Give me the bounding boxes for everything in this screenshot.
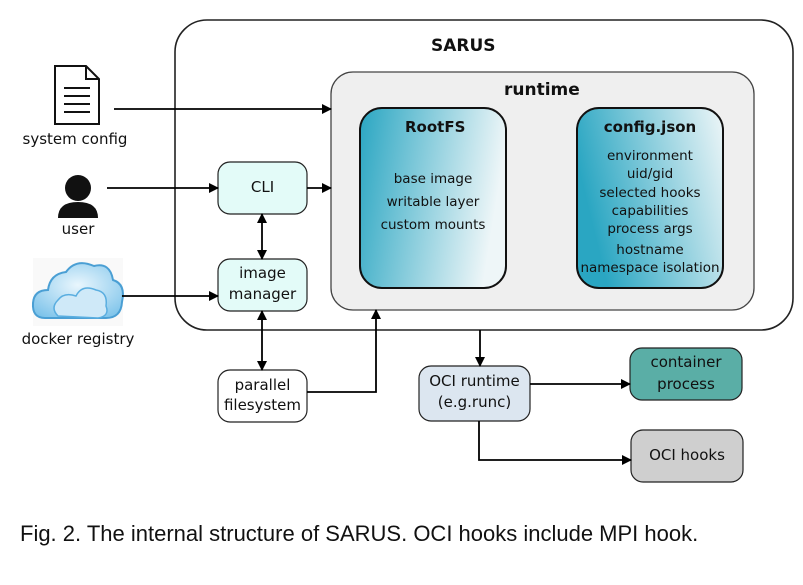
config-json-item: hostname — [616, 242, 684, 258]
config-json-item: uid/gid — [626, 166, 674, 182]
arrow-oci-runtime-to-hooks — [478, 421, 632, 465]
rootfs-title: RootFS — [405, 118, 466, 136]
document-icon — [54, 65, 100, 125]
config-json-item: capabilities — [611, 203, 689, 219]
config-json-title: config.json — [603, 118, 697, 136]
cli-label: CLI — [250, 178, 275, 196]
container-process-box — [629, 347, 743, 401]
cloud-icon — [31, 258, 124, 326]
image-manager-label-line2: manager — [228, 285, 297, 303]
oci-runtime-label-line2: (e.g.runc) — [437, 393, 512, 411]
sarus-title: SARUS — [431, 36, 496, 56]
config-json-item: namespace isolation — [580, 260, 720, 276]
parallel-filesystem-label-line2: filesystem — [223, 396, 302, 414]
rootfs-item: writable layer — [386, 194, 480, 210]
figure-caption: Fig. 2. The internal structure of SARUS.… — [20, 521, 699, 546]
system-config-label: system config — [22, 130, 128, 148]
rootfs-box — [359, 107, 507, 289]
rootfs-item: base image — [393, 171, 473, 187]
config-json-box — [576, 107, 724, 289]
config-json-item: selected hooks — [599, 185, 701, 201]
arrow-filesystem-to-runtime — [307, 309, 381, 393]
config-json-item: environment — [607, 148, 693, 164]
container-process-label-line1: container — [650, 353, 722, 371]
oci-hooks-label: OCI hooks — [649, 446, 725, 464]
parallel-filesystem-label-line1: parallel — [234, 376, 291, 394]
oci-runtime-box — [418, 365, 531, 422]
image-manager-label-line1: image — [239, 264, 286, 282]
user-label: user — [61, 220, 95, 238]
docker-registry-label: docker registry — [21, 330, 135, 348]
oci-runtime-label-line1: OCI runtime — [429, 372, 520, 390]
rootfs-item: custom mounts — [380, 217, 486, 233]
user-icon — [58, 175, 98, 218]
runtime-title: runtime — [504, 80, 580, 100]
config-json-item: process args — [607, 221, 693, 237]
container-process-label-line2: process — [657, 375, 715, 393]
